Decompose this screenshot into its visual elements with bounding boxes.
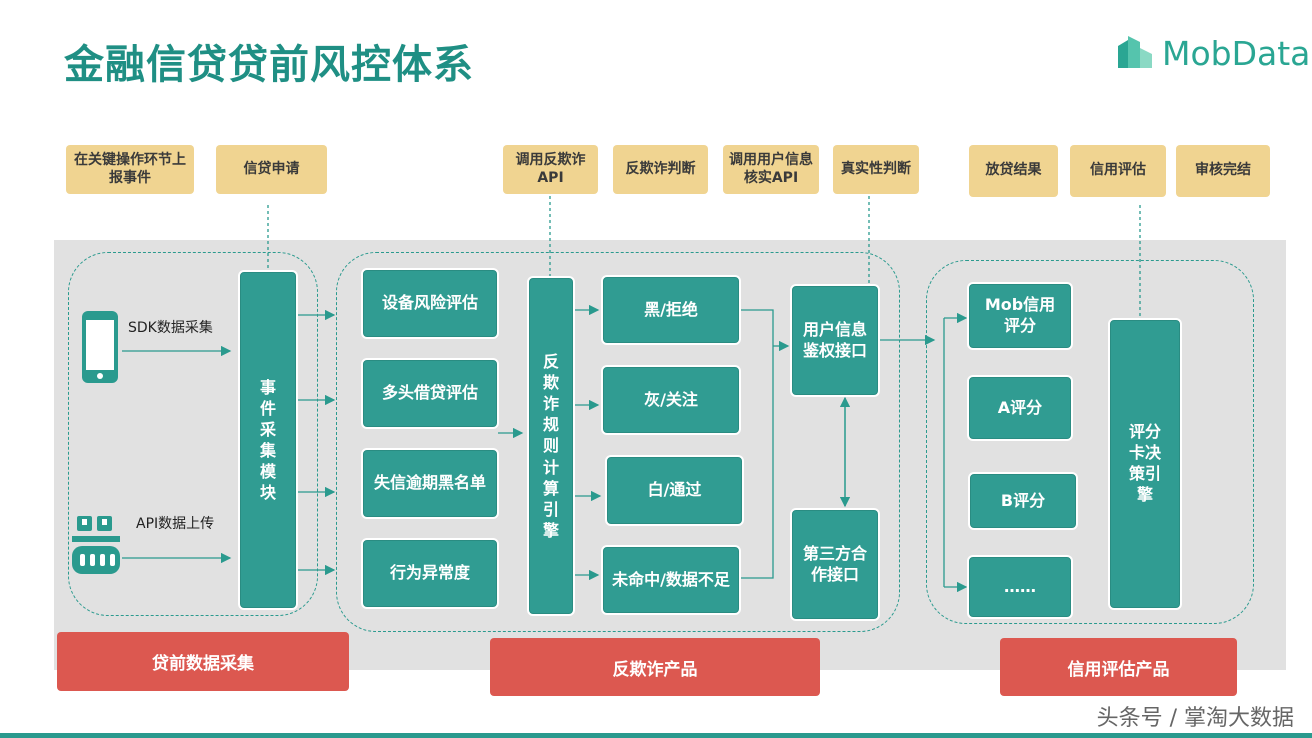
score-more: ……: [967, 555, 1073, 619]
user-auth-interface: 用户信息鉴权接口: [790, 284, 880, 397]
mobdata-logo-icon: [1116, 34, 1156, 70]
third-party-interface-label: 第三方合作接口: [802, 543, 867, 584]
tag-credit-apply: 信贷申请: [216, 145, 327, 194]
result-white: 白/通过: [605, 455, 744, 526]
tag-antifraud-judge: 反欺诈判断: [613, 145, 708, 194]
collection-group: [68, 252, 318, 616]
tag-review-done: 审核完结: [1176, 145, 1270, 197]
scorecard-engine: 评分卡决策引擎: [1108, 318, 1182, 610]
section-antifraud: 反欺诈产品: [490, 638, 820, 696]
multi-loan-box: 多头借贷评估: [361, 358, 499, 429]
score-mob-label: Mob信用评分: [984, 295, 1056, 335]
scorecard-engine-label: 评分卡决策引擎: [1128, 422, 1161, 504]
event-collection-module-label: 事件采集模块: [260, 377, 277, 503]
user-auth-interface-label: 用户信息鉴权接口: [802, 319, 867, 360]
antifraud-group: [336, 252, 900, 632]
bottom-stripe: [0, 733, 1312, 738]
score-mob: Mob信用评分: [967, 282, 1073, 350]
api-upload-label: API数据上传: [136, 516, 215, 532]
section-credit: 信用评估产品: [1000, 638, 1237, 696]
result-gray: 灰/关注: [601, 365, 741, 435]
third-party-interface: 第三方合作接口: [790, 508, 880, 621]
tag-loan-result: 放贷结果: [969, 145, 1058, 197]
result-no-hit: 未命中/数据不足: [601, 545, 741, 615]
behavior-anomaly-box: 行为异常度: [361, 538, 499, 609]
watermark: 头条号 / 掌淘大数据: [1096, 706, 1294, 731]
server-icon: [72, 516, 122, 576]
device-risk-box: 设备风险评估: [361, 268, 499, 339]
tag-call-antifraud-api: 调用反欺诈API: [503, 145, 598, 194]
antifraud-engine-label: 反欺诈规则计算引擎: [543, 352, 560, 540]
tag-report-event: 在关键操作环节上报事件: [66, 145, 194, 194]
score-b: B评分: [968, 472, 1078, 530]
antifraud-engine: 反欺诈规则计算引擎: [527, 276, 575, 616]
section-collection: 贷前数据采集: [57, 632, 349, 691]
credit-group: [926, 260, 1254, 624]
score-a: A评分: [967, 375, 1073, 441]
logo-text: MobData: [1162, 34, 1311, 73]
smartphone-icon: [81, 310, 119, 384]
result-black: 黑/拒绝: [601, 275, 741, 345]
tag-call-user-verify-api: 调用用户信息核实API: [723, 145, 819, 194]
page-title: 金融信贷贷前风控体系: [64, 42, 474, 88]
blacklist-box: 失信逾期黑名单: [361, 448, 499, 519]
tag-credit-eval: 信用评估: [1070, 145, 1166, 197]
event-collection-module: 事件采集模块: [238, 270, 298, 610]
sdk-collection-label: SDK数据采集: [128, 320, 213, 336]
tag-authenticity-judge: 真实性判断: [833, 145, 919, 194]
